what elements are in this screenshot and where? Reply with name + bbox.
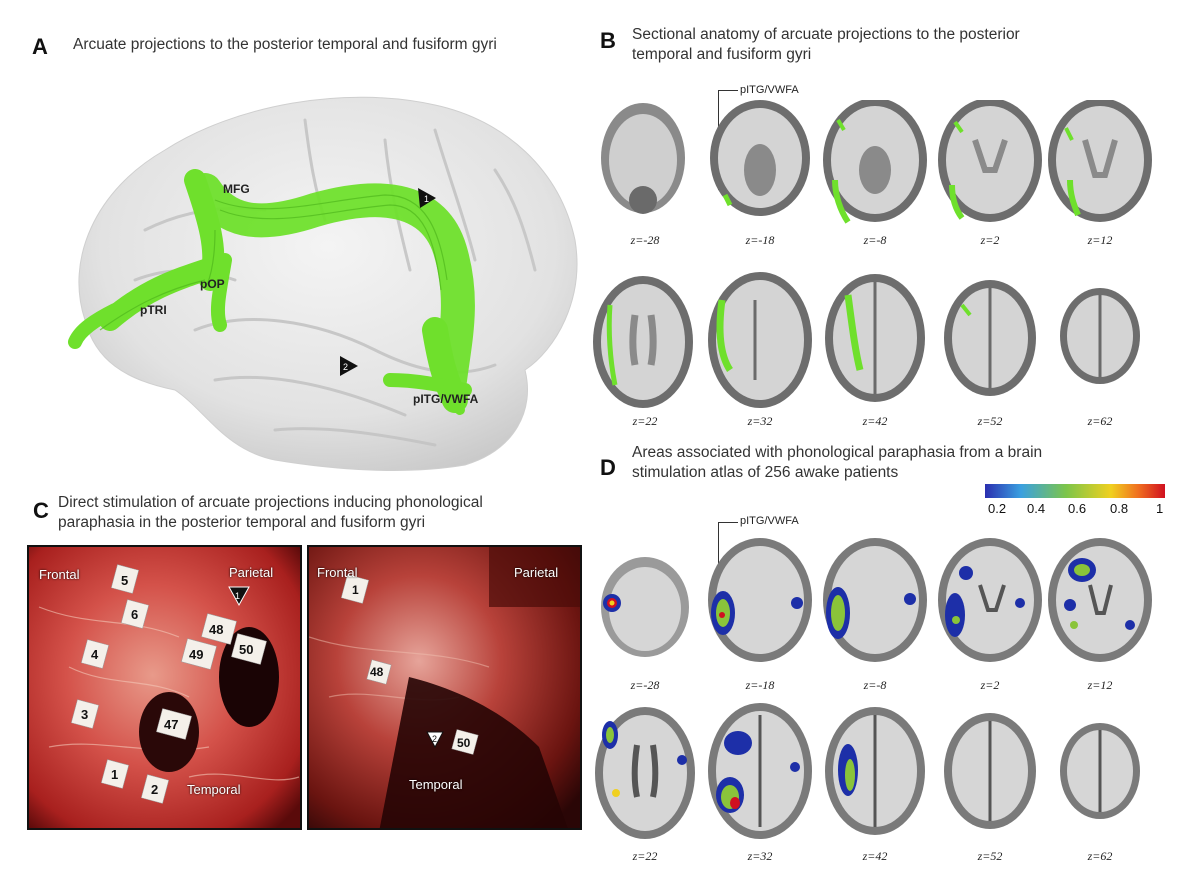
label-mfg: MFG (223, 182, 250, 196)
panel-b-letter: B (600, 28, 616, 53)
panel-c-letter: C (33, 498, 49, 523)
d-z-label: z=62 (1087, 849, 1113, 863)
svg-text:49: 49 (189, 647, 203, 662)
panel-d-slices (590, 535, 1180, 845)
d-slice-1 (601, 557, 689, 657)
svg-text:6: 6 (131, 607, 138, 622)
b-z-label: z=22 (632, 414, 658, 428)
panel-b-callout-tick (718, 90, 738, 91)
svg-text:2: 2 (151, 782, 158, 797)
panel-d-callout-pitg: pITG/VWFA (740, 515, 799, 527)
svg-text:48: 48 (209, 622, 223, 637)
svg-text:2: 2 (432, 734, 437, 744)
b-slice-2 (710, 100, 810, 216)
panel-d-callout-line (718, 522, 719, 602)
panel-a-letter: A (32, 34, 48, 59)
colorbar (985, 484, 1165, 498)
panel-c-title: Direct stimulation of arcuate projection… (58, 494, 483, 531)
svg-text:2: 2 (343, 362, 348, 372)
photo-1: 5 6 4 3 1 2 48 50 49 47 1 Frontal Pariet… (27, 545, 302, 830)
arcuate-tract (68, 169, 475, 415)
photo1-frontal: Frontal (39, 567, 80, 582)
panel-b-slices (590, 98, 1180, 420)
d-slice-5 (1048, 538, 1152, 662)
d-slice-7 (708, 703, 812, 839)
b-z-label: z=-8 (863, 233, 887, 247)
panel-b-callout-pitg: pITG/VWFA (740, 84, 799, 96)
d-z-label: z=32 (747, 849, 773, 863)
colorbar-tick: 0.2 (988, 501, 1007, 516)
svg-text:1: 1 (424, 194, 429, 204)
photo2-marker: 2 (426, 731, 444, 749)
panel-a-brain-render: 1 2 MFG pOP pTRI pITG/VWFA (55, 80, 585, 475)
label-pitg: pITG/VWFA (413, 392, 479, 406)
svg-text:3: 3 (81, 707, 88, 722)
b-slice-6 (593, 276, 693, 408)
d-z-label: z=12 (1087, 678, 1113, 692)
photo1-marker: 1 (228, 586, 250, 607)
label-pop: pOP (200, 277, 225, 291)
b-z-label: z=12 (1087, 233, 1113, 247)
d-z-label: z=-28 (630, 678, 660, 692)
d-z-label: z=-18 (745, 678, 775, 692)
panel-d-title: Areas associated with phonological parap… (632, 444, 1043, 481)
d-z-label: z=42 (862, 849, 888, 863)
b-slice-7 (708, 272, 812, 408)
svg-text:4: 4 (91, 647, 99, 662)
d-z-label: z=2 (980, 678, 1000, 692)
d-slice-4 (938, 538, 1042, 662)
svg-text:50: 50 (239, 642, 253, 657)
d-slice-6 (595, 707, 695, 839)
panel-a-title: Arcuate projections to the posterior tem… (73, 36, 497, 53)
svg-text:48: 48 (370, 665, 384, 679)
b-slice-1 (601, 103, 685, 214)
svg-text:50: 50 (457, 736, 471, 750)
panel-b-title: Sectional anatomy of arcuate projections… (632, 26, 1020, 63)
b-slice-9 (944, 280, 1036, 396)
photo-2: 1 48 50 2 Frontal Parietal Temporal (307, 545, 582, 830)
colorbar-tick: 0.8 (1110, 501, 1129, 516)
b-z-label: z=62 (1087, 414, 1113, 428)
b-slice-3 (823, 98, 927, 224)
svg-text:1: 1 (352, 583, 359, 597)
arrowhead-marker-1: 1 (418, 188, 436, 208)
svg-text:5: 5 (121, 573, 128, 588)
photo2-parietal: Parietal (514, 565, 559, 580)
b-slice-5 (1048, 98, 1152, 222)
svg-text:1: 1 (111, 767, 118, 782)
panel-d-callout-tick (718, 522, 738, 523)
photo2-temporal: Temporal (409, 777, 463, 792)
d-z-label: z=22 (632, 849, 658, 863)
b-z-label: z=-18 (745, 233, 775, 247)
d-z-label: z=52 (977, 849, 1003, 863)
arrowhead-marker-2: 2 (340, 356, 358, 376)
photo1-temporal: Temporal (187, 782, 241, 797)
svg-text:1: 1 (235, 591, 240, 601)
d-slice-10 (1060, 723, 1140, 819)
d-slice-3 (823, 538, 927, 662)
b-z-label: z=32 (747, 414, 773, 428)
photo1-parietal: Parietal (229, 565, 274, 580)
b-z-label: z=2 (980, 233, 1000, 247)
label-ptri: pTRI (140, 303, 167, 317)
d-slice-9 (944, 713, 1036, 829)
d-slice-8 (825, 707, 925, 835)
b-slice-4 (938, 98, 1042, 222)
d-z-label: z=-8 (863, 678, 887, 692)
b-z-label: z=-28 (630, 233, 660, 247)
b-slice-8 (825, 274, 925, 402)
lateral-brain-figure: 1 2 (68, 96, 578, 471)
b-slice-10 (1060, 288, 1140, 384)
photo2-frontal: Frontal (317, 565, 358, 580)
svg-text:47: 47 (164, 717, 178, 732)
d-slice-2 (708, 538, 812, 662)
b-z-label: z=52 (977, 414, 1003, 428)
colorbar-tick: 1 (1156, 501, 1164, 516)
b-z-label: z=42 (862, 414, 888, 428)
panel-d-letter: D (600, 455, 616, 480)
colorbar-tick: 0.4 (1027, 501, 1046, 516)
colorbar-tick: 0.6 (1068, 501, 1087, 516)
